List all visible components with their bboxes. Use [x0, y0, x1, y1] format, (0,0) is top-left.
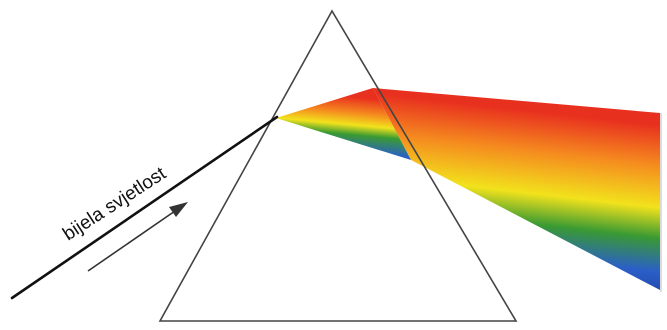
spectrum-fan	[373, 88, 660, 290]
white-light-label: bijela svjetlost	[59, 163, 170, 245]
white-light-ray	[12, 117, 277, 298]
arrow-head-icon	[169, 202, 188, 217]
